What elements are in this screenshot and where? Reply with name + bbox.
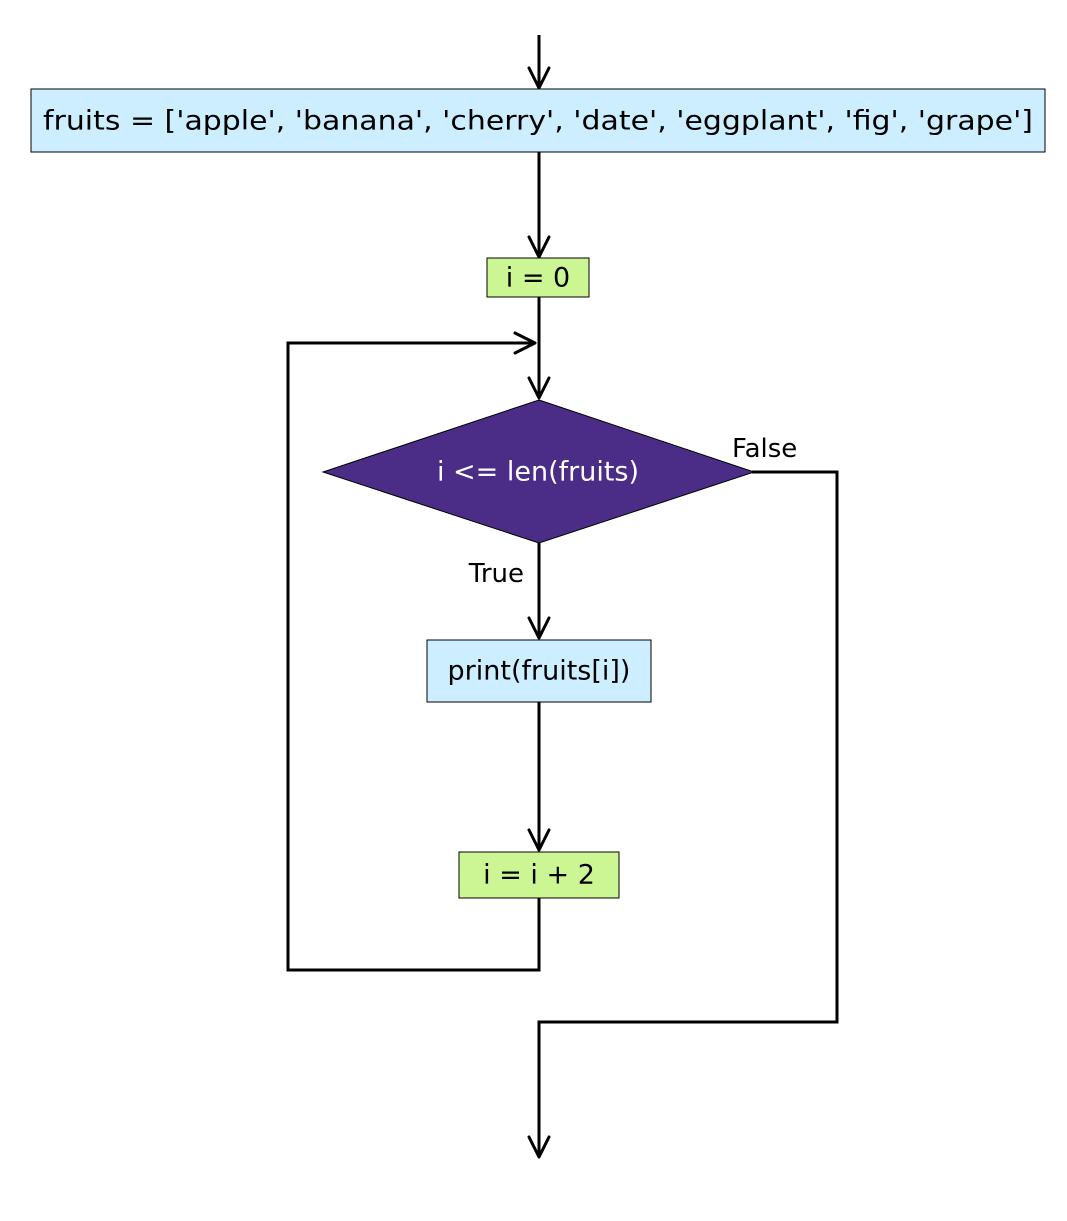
- increment-box: [458, 851, 620, 899]
- true-branch-label: True: [468, 559, 524, 589]
- init-i-label: i = 0: [506, 263, 570, 294]
- flow-edges: [286, 35, 839, 1159]
- init-i-node: i = 0: [486, 257, 590, 298]
- edge-false-branch-arrowhead: [527, 1135, 551, 1159]
- false-branch-label: False: [732, 434, 797, 464]
- init-i-box: [486, 257, 590, 298]
- edge-init-to-i0-arrowhead: [527, 235, 551, 259]
- init-fruits-node: fruits = ['apple', 'banana', 'cherry', '…: [30, 88, 1046, 153]
- increment-label: i = i + 2: [483, 860, 595, 891]
- edge-i0-to-condition-arrowhead: [527, 376, 551, 400]
- edge-true-branch-arrowhead: [527, 616, 551, 640]
- condition-node: i <= len(fruits): [321, 399, 756, 544]
- edge-loop-back-arrowhead: [513, 331, 537, 355]
- condition-label: i <= len(fruits): [437, 457, 639, 488]
- condition-diamond: [321, 399, 756, 544]
- init-fruits-box: [30, 88, 1046, 153]
- body-box: [426, 639, 652, 703]
- edge-body-to-increment-arrowhead: [527, 828, 551, 852]
- entry-arrowhead: [527, 66, 551, 90]
- edge-loop-back: [286, 341, 541, 972]
- body-label: print(fruits[i]): [448, 656, 631, 687]
- body-node: print(fruits[i]): [426, 639, 652, 703]
- init-fruits-label: fruits = ['apple', 'banana', 'cherry', '…: [43, 106, 1033, 137]
- increment-node: i = i + 2: [458, 851, 620, 899]
- edge-false-branch: [537, 470, 839, 1157]
